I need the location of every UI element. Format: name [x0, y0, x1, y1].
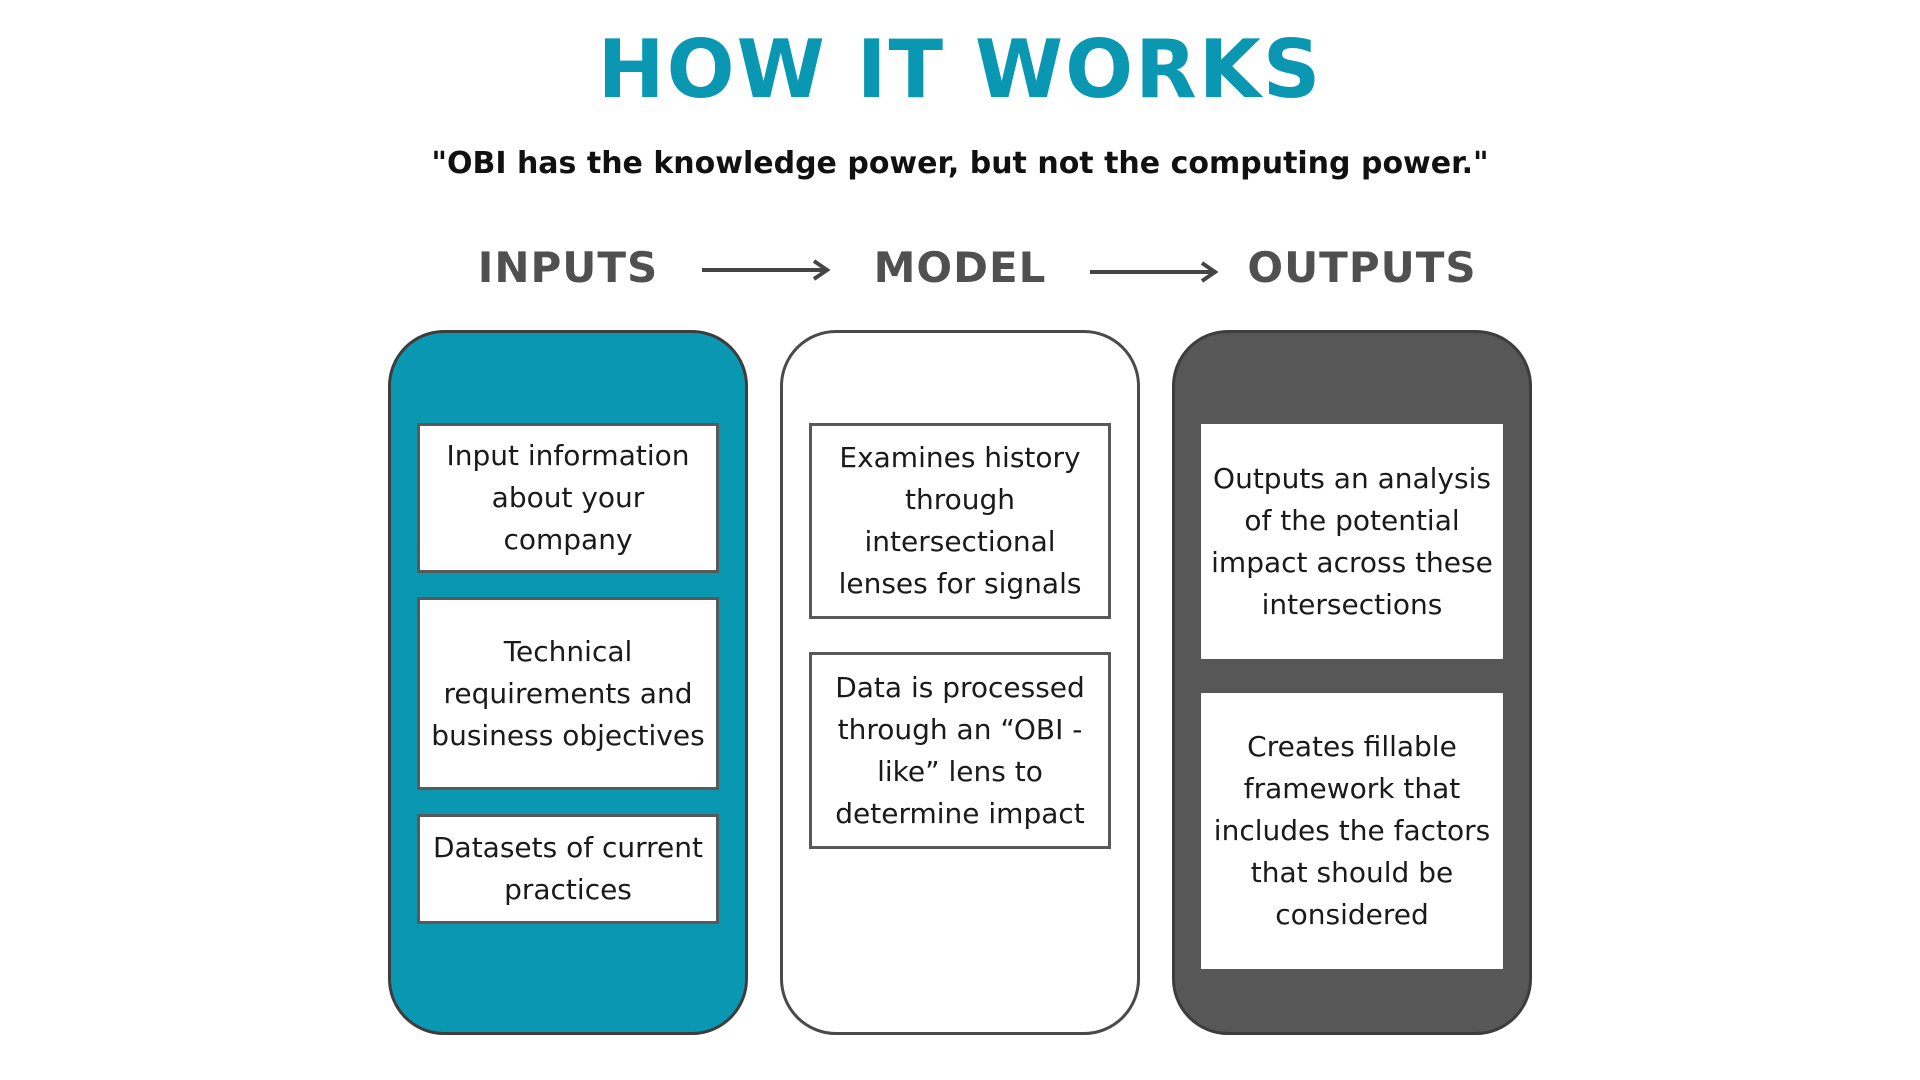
input-card-datasets: Datasets of current practices: [417, 814, 719, 924]
inputs-column: Input information about your company Tec…: [388, 330, 748, 1035]
model-heading: MODEL: [873, 243, 1047, 292]
model-column: Examines history through intersectional …: [780, 330, 1140, 1035]
model-card-processing: Data is processed through an “OBI - like…: [809, 652, 1111, 849]
output-card-framework: Creates fillable framework that includes…: [1201, 693, 1503, 969]
output-card-analysis: Outputs an analysis of the potential imp…: [1201, 424, 1503, 659]
outputs-column: Outputs an analysis of the potential imp…: [1172, 330, 1532, 1035]
arrow-right-icon: [1090, 261, 1219, 283]
outputs-heading: OUTPUTS: [1247, 243, 1477, 292]
page-title: HOW IT WORKS: [597, 23, 1323, 116]
model-card-history: Examines history through intersectional …: [809, 423, 1111, 619]
input-card-company-info: Input information about your company: [417, 423, 719, 573]
quote: "OBI has the knowledge power, but not th…: [431, 146, 1489, 181]
input-card-requirements: Technical requirements and business obje…: [417, 597, 719, 790]
inputs-heading: INPUTS: [477, 243, 659, 292]
arrow-right-icon: [702, 259, 831, 281]
